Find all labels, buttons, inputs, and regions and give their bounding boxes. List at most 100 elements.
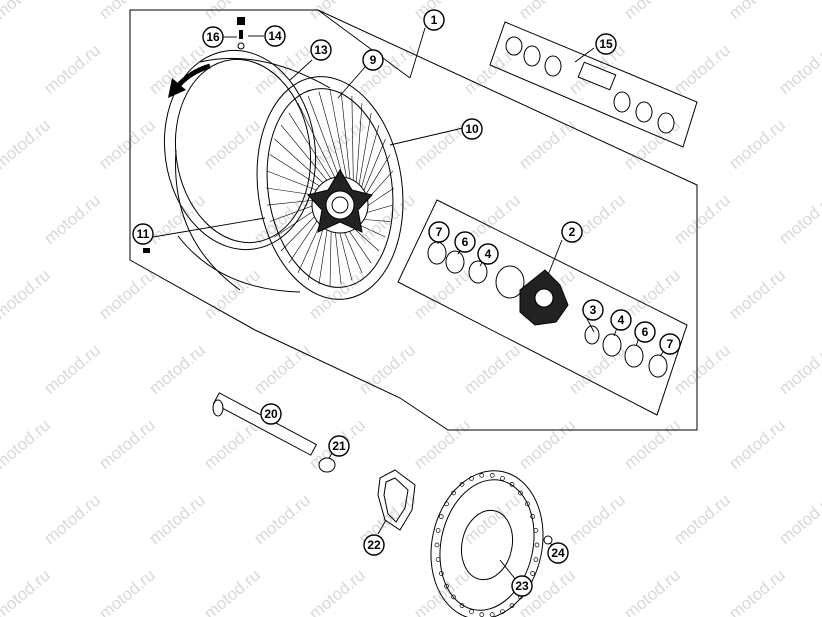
disc-bolt — [543, 535, 553, 545]
watermark-text: motod.ru — [40, 490, 104, 548]
disc-vent-hole — [444, 583, 449, 589]
disc-vent-hole — [451, 490, 456, 496]
watermark-text: motod.ru — [410, 265, 474, 323]
watermark-text: motod.ru — [670, 340, 734, 398]
disc-vent-hole — [435, 557, 441, 562]
watermark-text: motod.ru — [775, 490, 822, 548]
watermark-text: motod.ru — [0, 0, 54, 23]
watermark-text: motod.ru — [40, 190, 104, 248]
callout-label: 1 — [431, 13, 438, 27]
spoke — [351, 95, 354, 194]
watermark-text: motod.ru — [725, 565, 789, 617]
watermark-text: motod.ru — [620, 565, 684, 617]
watermark-text: motod.ru — [355, 340, 419, 398]
callout-16: 16 — [202, 26, 224, 48]
callout-7b: 7 — [659, 333, 681, 355]
disc-vent-hole — [469, 609, 474, 614]
callout-3: 3 — [582, 299, 604, 321]
watermark-text: motod.ru — [305, 0, 369, 23]
callout-label: 16 — [206, 30, 220, 44]
watermark-text: motod.ru — [145, 490, 209, 548]
disc-vent-hole — [459, 482, 465, 487]
callout-2: 2 — [561, 221, 583, 243]
callout-label: 7 — [667, 337, 674, 351]
callout-label: 22 — [367, 538, 381, 552]
spoke — [307, 95, 343, 188]
spoke — [340, 91, 352, 191]
callout-label: 4 — [485, 247, 492, 261]
watermark-text: motod.ru — [670, 40, 734, 98]
watermark-text: motod.ru — [0, 265, 54, 323]
watermark-text: motod.ru — [460, 340, 524, 398]
disc-vent-hole — [451, 594, 456, 600]
callout-label: 10 — [465, 122, 479, 136]
watermark-text: motod.ru — [725, 265, 789, 323]
axle-nut-part — [318, 457, 336, 473]
watermark-text: motod.ru — [0, 115, 54, 173]
callout-label: 3 — [590, 303, 597, 317]
callout-label: 2 — [569, 225, 576, 239]
watermark-text: motod.ru — [620, 0, 684, 23]
hub-kit-frame — [397, 199, 688, 416]
callout-label: 24 — [551, 546, 565, 560]
watermark-text: motod.ru — [725, 115, 789, 173]
bearing-kit-frame — [489, 21, 698, 148]
callout-label: 14 — [268, 29, 282, 43]
spoke — [280, 124, 334, 189]
brake-disc-adapter — [377, 469, 416, 531]
spoke — [288, 112, 337, 188]
watermark-text: motod.ru — [725, 415, 789, 473]
disc-vent-hole — [435, 528, 441, 533]
disc-vent-hole — [444, 501, 449, 507]
callout-13: 13 — [310, 39, 332, 61]
watermark-text: motod.ru — [250, 340, 314, 398]
spoke — [274, 138, 331, 190]
spoke — [297, 102, 340, 188]
watermark-text: motod.ru — [515, 415, 579, 473]
callout-10: 10 — [461, 118, 483, 140]
wheel-rim — [163, 49, 404, 300]
watermark-text: motod.ru — [355, 40, 419, 98]
callout-24: 24 — [547, 542, 569, 564]
disc-vent-hole — [530, 514, 536, 519]
disc-vent-hole — [509, 482, 515, 487]
disc-vent-hole — [438, 514, 444, 519]
watermark-text: motod.ru — [40, 40, 104, 98]
callout-label: 4 — [618, 313, 625, 327]
watermark-text: motod.ru — [565, 490, 629, 548]
watermark-text: motod.ru — [95, 415, 159, 473]
bearing-kit-parts — [505, 36, 675, 134]
disc-vent-hole — [518, 490, 523, 496]
spoke — [355, 103, 363, 196]
disc-vent-hole — [533, 528, 539, 533]
disc-vent-hole — [533, 557, 539, 562]
watermark-text: motod.ru — [95, 565, 159, 617]
callout-label: 23 — [515, 579, 529, 593]
watermark-text: motod.ru — [95, 115, 159, 173]
callout-label: 9 — [370, 53, 377, 67]
watermark-text: motod.ru — [40, 340, 104, 398]
disc-vent-hole — [434, 542, 440, 548]
disc-vent-hole — [500, 476, 505, 481]
watermark-text: motod.ru — [145, 340, 209, 398]
callout-4a: 4 — [477, 243, 499, 265]
callout-21: 21 — [328, 435, 350, 457]
callout-22: 22 — [363, 534, 385, 556]
disc-vent-hole — [479, 612, 485, 617]
watermark-text: motod.ru — [775, 40, 822, 98]
disc-vent-hole — [469, 476, 474, 481]
callout-9: 9 — [362, 49, 384, 71]
watermark-text: motod.ru — [200, 565, 264, 617]
callout-4b: 4 — [610, 309, 632, 331]
watermark-text: motod.ru — [200, 265, 264, 323]
watermark-text: motod.ru — [670, 490, 734, 548]
callout-label: 7 — [436, 225, 443, 239]
disc-vent-hole — [525, 501, 530, 507]
callout-1: 1 — [423, 9, 445, 31]
callout-label: 15 — [599, 37, 613, 51]
watermark-text: motod.ru — [515, 115, 579, 173]
valve-part — [143, 248, 150, 253]
callout-label: 13 — [314, 43, 328, 57]
